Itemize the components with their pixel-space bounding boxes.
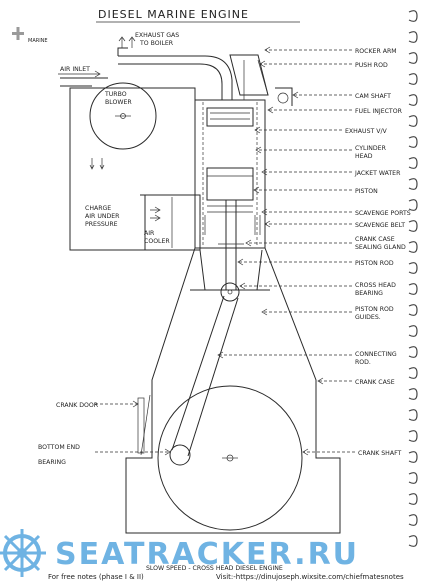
scavenge-ports-label: SCAVENGE PORTS (355, 210, 411, 217)
push-rod-label: PUSH ROD (355, 62, 388, 69)
crank-case-gland-label-2: SEALING GLAND (355, 244, 406, 251)
crank-door-label: CRANK DOOR (56, 402, 99, 409)
piston-rod-guides-label-1: PISTON ROD (355, 306, 394, 313)
turbo-label-1: TURBO (104, 91, 127, 98)
bottom-end-label-1: BOTTOM END (38, 444, 80, 451)
cylinder-block (194, 99, 266, 249)
crank-case-gland-label-1: CRANK CASE (355, 236, 395, 243)
leader-lines-left (95, 400, 171, 456)
piston-rod-guides-label-2: GUIDES. (355, 314, 381, 321)
air-cooler-label-2: COOLER (144, 238, 170, 245)
footer-left: For free notes (phase I & II) (48, 573, 144, 581)
to-boiler-label: TO BOILER (139, 40, 174, 47)
marine-logo-icon: MARINE (12, 27, 48, 44)
charge-air-label-3: PRESSURE (85, 221, 118, 228)
ship-wheel-icon (0, 529, 46, 577)
piston-rod-label: PISTON ROD (355, 260, 394, 267)
connecting-rod-label-1: CONNECTING (355, 351, 397, 358)
exhaust-valve-label: EXHAUST V/V (345, 128, 388, 135)
connecting-rod-label-2: ROD. (355, 359, 371, 366)
logo-text: MARINE (28, 38, 48, 44)
crank-shaft-label: CRANK SHAFT (358, 450, 402, 457)
piston-label: PISTON (355, 188, 378, 195)
diagram-title: DIESEL MARINE ENGINE (98, 8, 249, 21)
running-gear (190, 200, 270, 302)
exhaust-outlet (117, 36, 233, 100)
footer-right: Visit:-https://dinujoseph.wixsite.com/ch… (216, 573, 404, 581)
cam-shaft-label: CAM SHAFT (355, 93, 391, 100)
bottom-end-label-2: BEARING (38, 459, 66, 466)
crosshead-bearing-label-2: BEARING (355, 290, 383, 297)
exhaust-gas-label: EXHAUST GAS (135, 32, 179, 39)
leader-lines-right (217, 46, 355, 456)
air-inlet-label: AIR INLET (60, 66, 90, 73)
charge-air-label-1: CHARGE (85, 205, 111, 212)
air-cooler-label-1: AIR (144, 230, 155, 237)
connecting-rod (169, 295, 239, 466)
spiral-binding (408, 10, 418, 547)
crank-wheel (157, 385, 303, 531)
cylinder-head-label-1: CYLINDER (355, 145, 387, 152)
charge-air-label-2: AIR UNDER (85, 213, 120, 220)
engine-subtitle: SLOW SPEED - CROSS HEAD DIESEL ENGINE (146, 565, 283, 572)
valve-gear (229, 54, 293, 110)
crosshead-bearing-label-1: CROSS HEAD (355, 282, 396, 289)
cylinder-head-label-2: HEAD (355, 153, 373, 160)
rocker-arm-label: ROCKER ARM (355, 48, 397, 55)
jacket-water-label: JACKET WATER (354, 170, 401, 177)
watermark-text: SEATRACKER.RU (55, 537, 359, 572)
turbo-label-2: BLOWER (105, 99, 132, 106)
crank-case (125, 247, 341, 534)
fuel-injector-label: FUEL INJECTOR (355, 108, 403, 115)
watermark: SEATRACKER.RU (0, 529, 359, 577)
crank-case-label: CRANK CASE (355, 379, 395, 386)
scavenge-belt-label: SCAVENGE BELT (355, 222, 405, 229)
